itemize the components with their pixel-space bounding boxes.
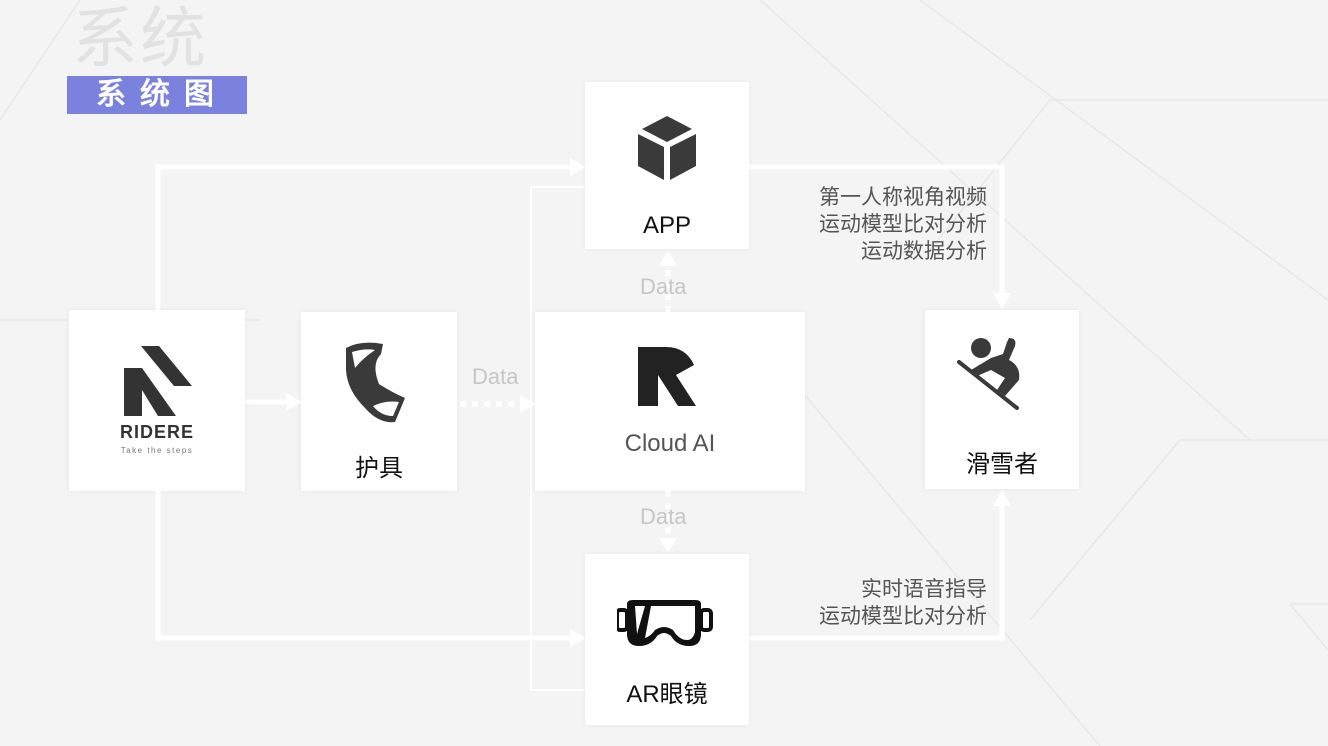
- edge-ridere-to-app: [155, 164, 572, 310]
- note-line: 运动模型比对分析: [819, 605, 987, 628]
- node-ar-glasses-label: AR眼镜: [626, 681, 708, 708]
- node-protective-gear-label: 护具: [355, 455, 403, 482]
- edge-ar-to-skier: [749, 505, 1005, 641]
- note-line: 运动数据分析: [861, 240, 987, 263]
- node-app-label: APP: [642, 212, 692, 239]
- ridere-logo-icon: [124, 346, 192, 416]
- note-ar-to-skier: 实时语音指导 运动模型比对分析: [819, 576, 987, 630]
- page-title: 系统图: [67, 76, 247, 114]
- edge-label-gear-to-cloud: Data: [472, 364, 519, 389]
- node-ar-glasses[interactable]: AR眼镜: [585, 554, 749, 725]
- snowboarder-icon: [957, 338, 1020, 410]
- title-background-word: 系统: [72, 1, 208, 75]
- edge-label-cloud-to-ar: Data: [640, 504, 687, 529]
- node-app[interactable]: APP: [585, 82, 749, 249]
- ar-goggles-icon: [617, 600, 713, 646]
- note-line: 运动模型比对分析: [819, 213, 987, 236]
- node-cloud-ai[interactable]: Cloud AI: [535, 312, 805, 491]
- note-app-to-skier: 第一人称视角视频 运动模型比对分析 运动数据分析: [819, 184, 987, 265]
- edge-ridere-to-ar: [155, 491, 572, 641]
- edge-app-to-skier: [749, 164, 1005, 295]
- node-skier[interactable]: 滑雪者: [925, 310, 1079, 489]
- ridere-tagline: Take the steps: [120, 446, 194, 455]
- elbow-pad-icon: [346, 342, 405, 423]
- cube-icon: [638, 116, 696, 180]
- edge-label-cloud-to-app: Data: [640, 274, 687, 299]
- note-line: 第一人称视角视频: [819, 186, 987, 209]
- node-skier-label: 滑雪者: [966, 451, 1038, 478]
- node-ridere[interactable]: RIDERE Take the steps: [69, 310, 245, 491]
- node-cloud-ai-label: Cloud AI: [624, 430, 716, 457]
- node-protective-gear[interactable]: 护具: [301, 312, 457, 491]
- cloud-ai-logo-icon: [638, 347, 696, 406]
- note-line: 实时语音指导: [861, 578, 987, 601]
- ridere-logo-text: RIDERE: [119, 422, 194, 442]
